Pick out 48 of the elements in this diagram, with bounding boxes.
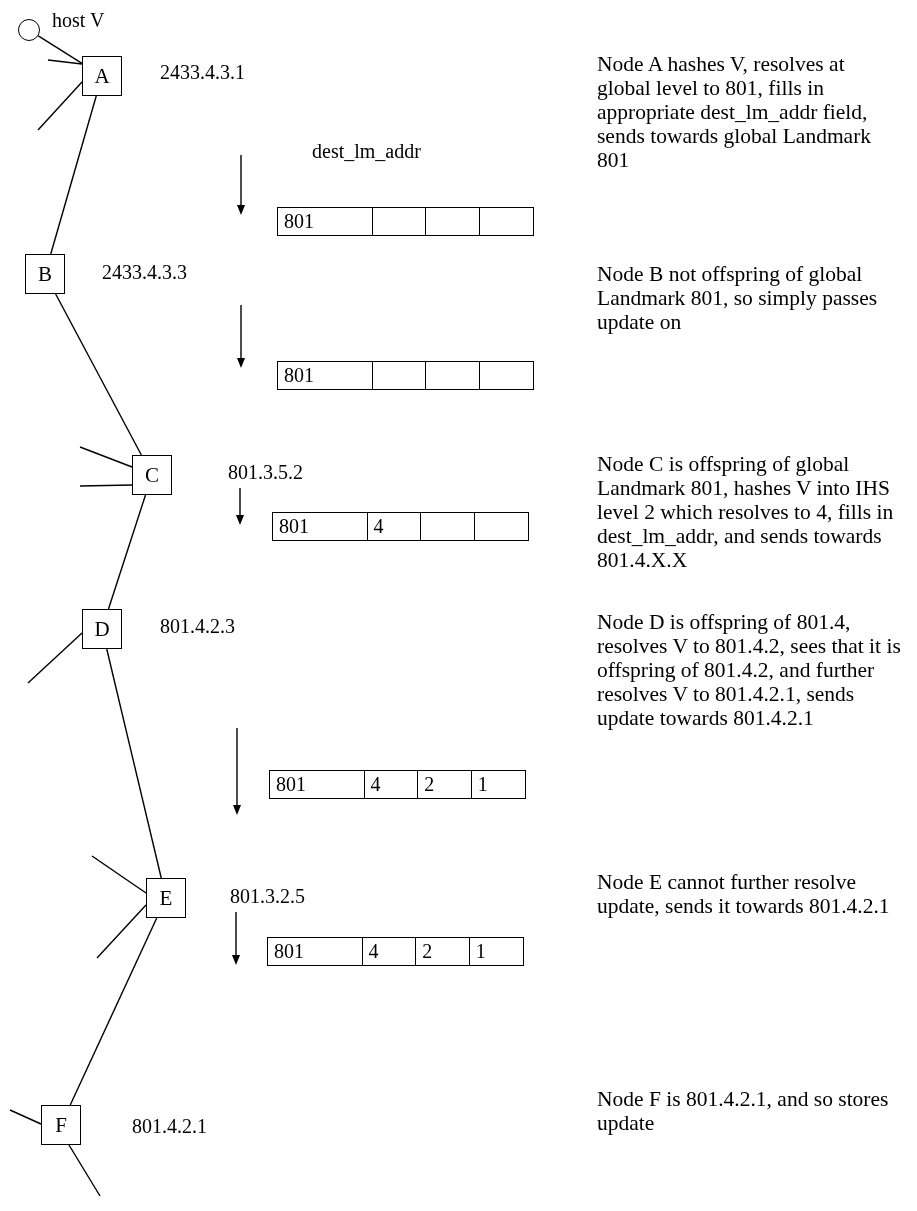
- node-box: D: [82, 609, 122, 649]
- array-cell: 801: [267, 937, 363, 966]
- connector-line: [54, 293, 143, 456]
- array-cell: 2: [417, 770, 473, 799]
- array-cell: 2: [415, 937, 471, 966]
- address-label: 2433.4.3.1: [160, 60, 245, 84]
- branch-line: [9, 1109, 42, 1125]
- field-heading: dest_lm_addr: [312, 140, 421, 163]
- array-cell: 801: [269, 770, 365, 799]
- branch-line: [37, 81, 83, 131]
- step-description: Node C is offspring of global Landmark 801, hashes V into IHS level 2 which resolves to 4, fills in dest_lm_addr, and sends towards 801.4.X.X: [597, 452, 895, 572]
- address-label: host V: [52, 8, 105, 32]
- node-box: B: [25, 254, 65, 294]
- branch-line: [27, 632, 83, 684]
- branch-line: [96, 904, 147, 959]
- array-cell: 4: [361, 937, 417, 966]
- array-cell: 801: [277, 361, 373, 390]
- step-description: Node E cannot further resolve update, sends it towards 801.4.2.1: [597, 870, 891, 918]
- branch-line: [68, 1144, 101, 1197]
- node-box: A: [82, 56, 122, 96]
- connector-line: [37, 35, 83, 65]
- array-cell: 801: [277, 207, 373, 236]
- connector-line: [50, 95, 97, 255]
- step-description: Node A hashes V, resolves at global level to 801, fills in appropriate dest_lm_addr field, sends towards global Landmark 801: [597, 52, 873, 172]
- branch-line: [91, 855, 147, 894]
- array-cell: 1: [468, 937, 524, 966]
- node-box: C: [132, 455, 172, 495]
- address-label: 801.3.5.2: [228, 460, 303, 484]
- node-box: F: [41, 1105, 81, 1145]
- node-circle: [18, 19, 40, 41]
- connector-line: [106, 648, 162, 879]
- step-description: Node D is offspring of 801.4, resolves V to 801.4.2, sees that it is offspring of 801.4.2, and further resolves V to 801.4.2.1, sends update towards 801.4.2.1: [597, 610, 902, 730]
- connector-line: [107, 494, 147, 610]
- branch-line: [79, 446, 133, 468]
- step-description: Node F is 801.4.2.1, and so stores update: [597, 1087, 890, 1135]
- address-label: 801.4.2.1: [132, 1114, 207, 1138]
- branch-line: [47, 59, 83, 65]
- connector-line: [69, 917, 158, 1106]
- array-cell: 1: [470, 770, 526, 799]
- step-description: Node B not offspring of global Landmark 801, so simply passes update on: [597, 262, 879, 334]
- node-box: E: [146, 878, 186, 918]
- address-label: 801.3.2.5: [230, 884, 305, 908]
- branch-line: [79, 484, 133, 487]
- array-cell: 801: [272, 512, 368, 541]
- address-label: 2433.4.3.3: [102, 260, 187, 284]
- array-cell: 4: [363, 770, 419, 799]
- address-label: 801.4.2.3: [160, 614, 235, 638]
- array-cell: 4: [366, 512, 422, 541]
